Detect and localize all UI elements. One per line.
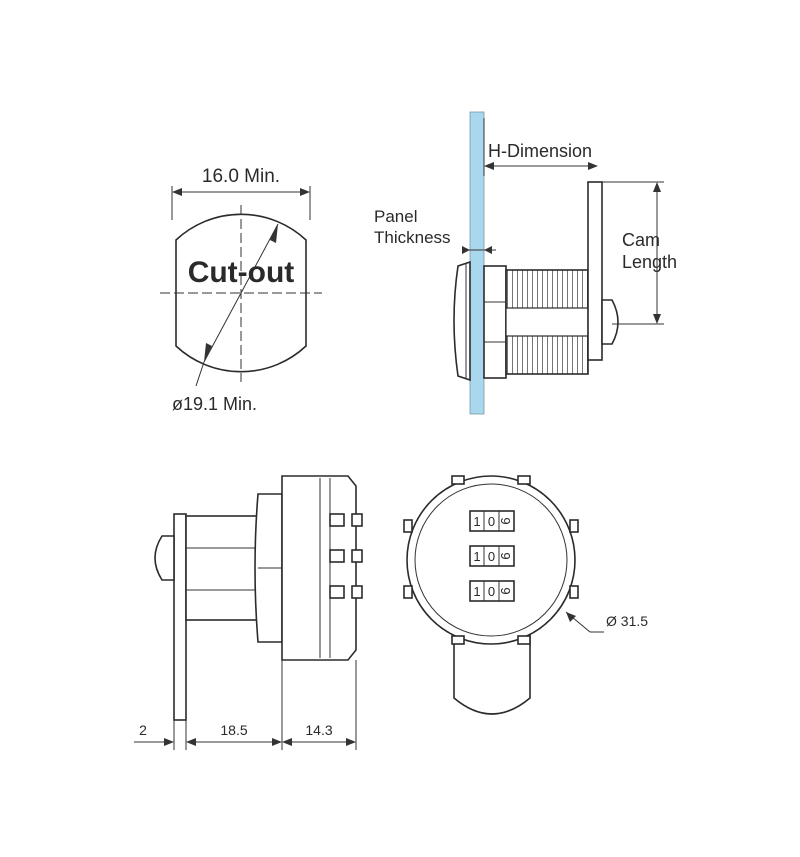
dial-window-3[interactable]: 1 0 9 [469,580,515,602]
bs-dial-tab [329,549,345,563]
dial-digit: 0 [488,514,495,529]
dial-digit: 0 [488,549,495,564]
dial-window-frame [469,580,515,602]
cutout-diameter-label: ø19.1 Min. [172,394,257,414]
fv-diameter-label: Ø 31.5 [606,613,648,629]
fv-rim-tab [517,635,531,645]
dim-body-label: 18.5 [220,722,247,738]
dial-digit: 1 [473,549,480,564]
dial-digit: 9 [498,517,513,524]
dial-digit: 0 [488,584,495,599]
fv-rim-tab [403,519,413,533]
fv-rim-tab [451,635,465,645]
bs-dome [154,535,175,581]
panel-label-line1: Panel [374,207,417,226]
dial-window-frame [469,545,515,567]
dim-head-label: 14.3 [305,722,332,738]
side-head [453,260,471,382]
bs-head [281,475,357,661]
cutout-outline [175,213,307,373]
side-dome [601,299,619,345]
fv-rim-tab [517,475,531,485]
arrow-icon [164,738,174,746]
dial-digit: 1 [473,584,480,599]
arrow-icon [270,224,278,243]
arrow-icon [566,612,576,622]
cutout-view: 16.0 Min. Cut-out ø19.1 Min. [160,166,322,414]
cutout-leader [195,361,205,387]
h-dimension-label: H-Dimension [488,141,592,161]
bs-cam-plate [173,513,187,721]
bs-dial-tab [351,513,363,527]
arrow-icon [653,182,661,192]
bs-dial-tab [329,585,345,599]
arrow-icon [172,188,182,196]
fv-rim-tab [569,585,579,599]
bottom-side-view: 2 18.5 14.3 [134,475,363,750]
cutout-width-label: 16.0 Min. [202,166,280,187]
fv-cam [453,631,531,715]
arrow-icon [653,314,661,324]
cutout-diameter-line [203,223,279,363]
fv-rim-tab [403,585,413,599]
arrow-icon [588,162,598,170]
fv-rim-tab [451,475,465,485]
arrow-icon [204,343,212,362]
arrow-icon [346,738,356,746]
cutout-title: Cut-out [188,256,295,289]
dial-window-frame [469,510,515,532]
bs-cylinder [185,515,259,621]
panel-label-line2: Thickness [374,228,451,247]
fv-inner-rim [414,483,568,637]
cam-label-line2: Length [622,252,677,272]
side-body-slot [505,307,589,337]
bs-dial-tab [351,585,363,599]
side-nut [483,265,507,379]
arrow-icon [186,738,196,746]
side-view: H-Dimension Panel Thickness Cam Length [374,111,677,415]
arrow-icon [462,246,470,254]
front-view: 1 0 9 1 0 9 1 0 9 Ø 31.5 [403,475,648,715]
arrow-icon [282,738,292,746]
side-cam-plate [587,181,603,361]
arrow-icon [272,738,282,746]
dial-window-2[interactable]: 1 0 9 [469,545,515,567]
dim-cam-label: 2 [139,722,147,738]
bs-dial-tab [351,549,363,563]
dial-digit: 9 [498,587,513,594]
panel [469,111,485,415]
fv-rim-tab [569,519,579,533]
dial-digit: 9 [498,552,513,559]
dial-window-1[interactable]: 1 0 9 [469,510,515,532]
arrow-icon [300,188,310,196]
bs-dial-tab [329,513,345,527]
arrow-icon [484,246,492,254]
cam-label-line1: Cam [622,230,660,250]
dial-digit: 1 [473,514,480,529]
arrow-icon [484,162,494,170]
